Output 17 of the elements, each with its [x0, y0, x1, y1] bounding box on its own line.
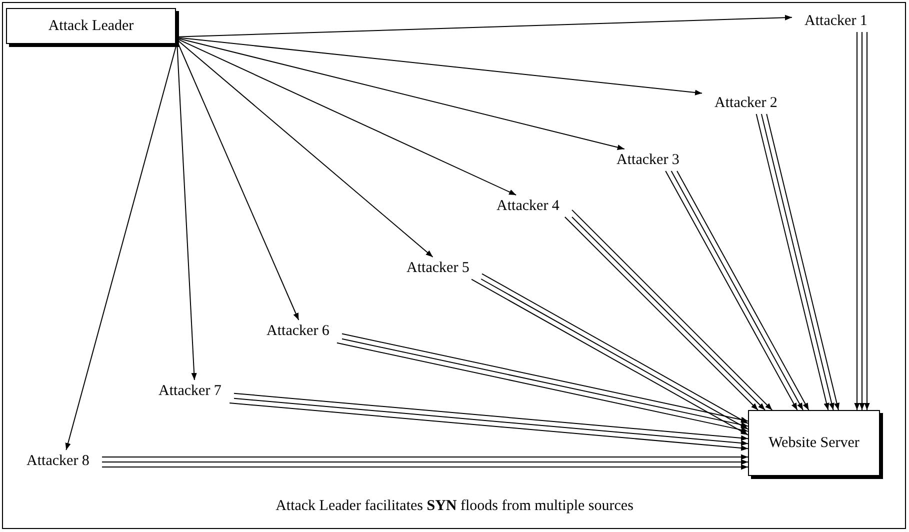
process-box: Website Server: [748, 410, 880, 476]
caption: Attack Leader facilitates SYN floods from multiple sources: [276, 498, 634, 514]
attacker-label: Attacker 6: [254, 320, 342, 342]
arrow: [854, 32, 860, 410]
arrow: [864, 32, 870, 410]
arrow: [102, 454, 748, 460]
attacker-label: Attacker 1: [792, 10, 880, 32]
attacker-label: Attacker 3: [604, 149, 692, 171]
arrow: [859, 32, 865, 410]
process-box: Attack Leader: [6, 8, 176, 44]
arrow: [102, 464, 748, 470]
attacker-label: Attacker 4: [484, 195, 572, 217]
attacker-label: Attacker 5: [394, 257, 482, 279]
attacker-label: Attacker 7: [146, 380, 234, 402]
attacker-label: Attacker 8: [14, 450, 102, 472]
arrow: [102, 459, 748, 465]
attacker-label: Attacker 2: [702, 92, 790, 114]
